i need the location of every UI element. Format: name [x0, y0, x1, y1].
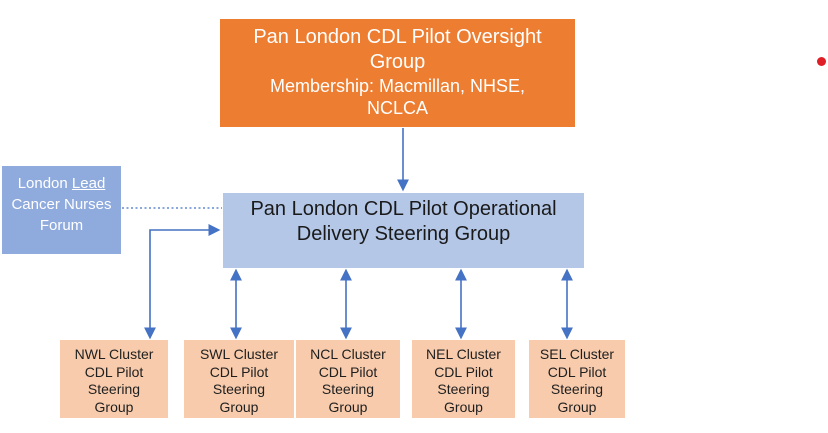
oversight-membership-line1: Membership: Macmillan, NHSE,	[269, 76, 526, 96]
nwl-line4: Group	[94, 398, 134, 415]
operational-line1: Pan London CDL Pilot Operational	[250, 198, 557, 220]
oversight-membership-line2: NCLCA	[366, 98, 428, 118]
nwl-line2: CDL Pilot	[84, 363, 144, 380]
ncl-cluster-steering-group-box: NCL Cluster CDL Pilot Steering Group	[296, 340, 400, 418]
swl-line4: Group	[219, 398, 259, 415]
nwl-line3: Steering	[87, 381, 141, 397]
swl-line1: SWL Cluster	[199, 346, 279, 362]
ncl-line1: NCL Cluster	[310, 346, 386, 362]
london-lead-cancer-nurses-forum-box: London Lead Cancer Nurses Forum	[2, 166, 121, 254]
sel-line4: Group	[557, 398, 597, 415]
swl-line2: CDL Pilot	[209, 363, 269, 380]
sel-line1: SEL Cluster	[539, 346, 615, 362]
oversight-group-box: Pan London CDL Pilot Oversight Group Mem…	[220, 19, 575, 127]
operational-line2: Delivery Steering Group	[296, 223, 511, 245]
sel-cluster-steering-group-box: SEL Cluster CDL Pilot Steering Group	[529, 340, 625, 418]
nel-cluster-steering-group-box: NEL Cluster CDL Pilot Steering Group	[412, 340, 515, 418]
ncl-line4: Group	[328, 398, 368, 415]
sel-line3: Steering	[550, 381, 604, 397]
nel-line3: Steering	[437, 381, 490, 397]
nel-line1: NEL Cluster	[426, 346, 501, 362]
nel-line2: CDL Pilot	[434, 363, 493, 380]
ncl-line2: CDL Pilot	[318, 363, 378, 380]
forum-lead-underlined: Lead	[71, 175, 106, 192]
operational-steering-group-box: Pan London CDL Pilot Operational Deliver…	[223, 193, 584, 268]
forum-line3: Forum	[39, 217, 84, 234]
swl-line3: Steering	[212, 381, 266, 397]
forum-line1: London Lead	[17, 175, 106, 192]
oversight-title-line1: Pan London CDL Pilot Oversight	[253, 26, 542, 48]
forum-line2: Cancer Nurses	[11, 196, 112, 213]
nwl-cluster-steering-group-box: NWL Cluster CDL Pilot Steering Group	[60, 340, 168, 418]
nwl-line1: NWL Cluster	[74, 346, 154, 362]
ncl-line3: Steering	[321, 381, 375, 397]
oversight-title-line2: Group	[369, 51, 426, 73]
sel-line2: CDL Pilot	[547, 363, 607, 380]
swl-cluster-steering-group-box: SWL Cluster CDL Pilot Steering Group	[184, 340, 294, 418]
red-dot-marker	[817, 57, 826, 66]
nel-line4: Group	[444, 398, 483, 415]
nwl-elbow-double-arrow	[144, 224, 221, 340]
